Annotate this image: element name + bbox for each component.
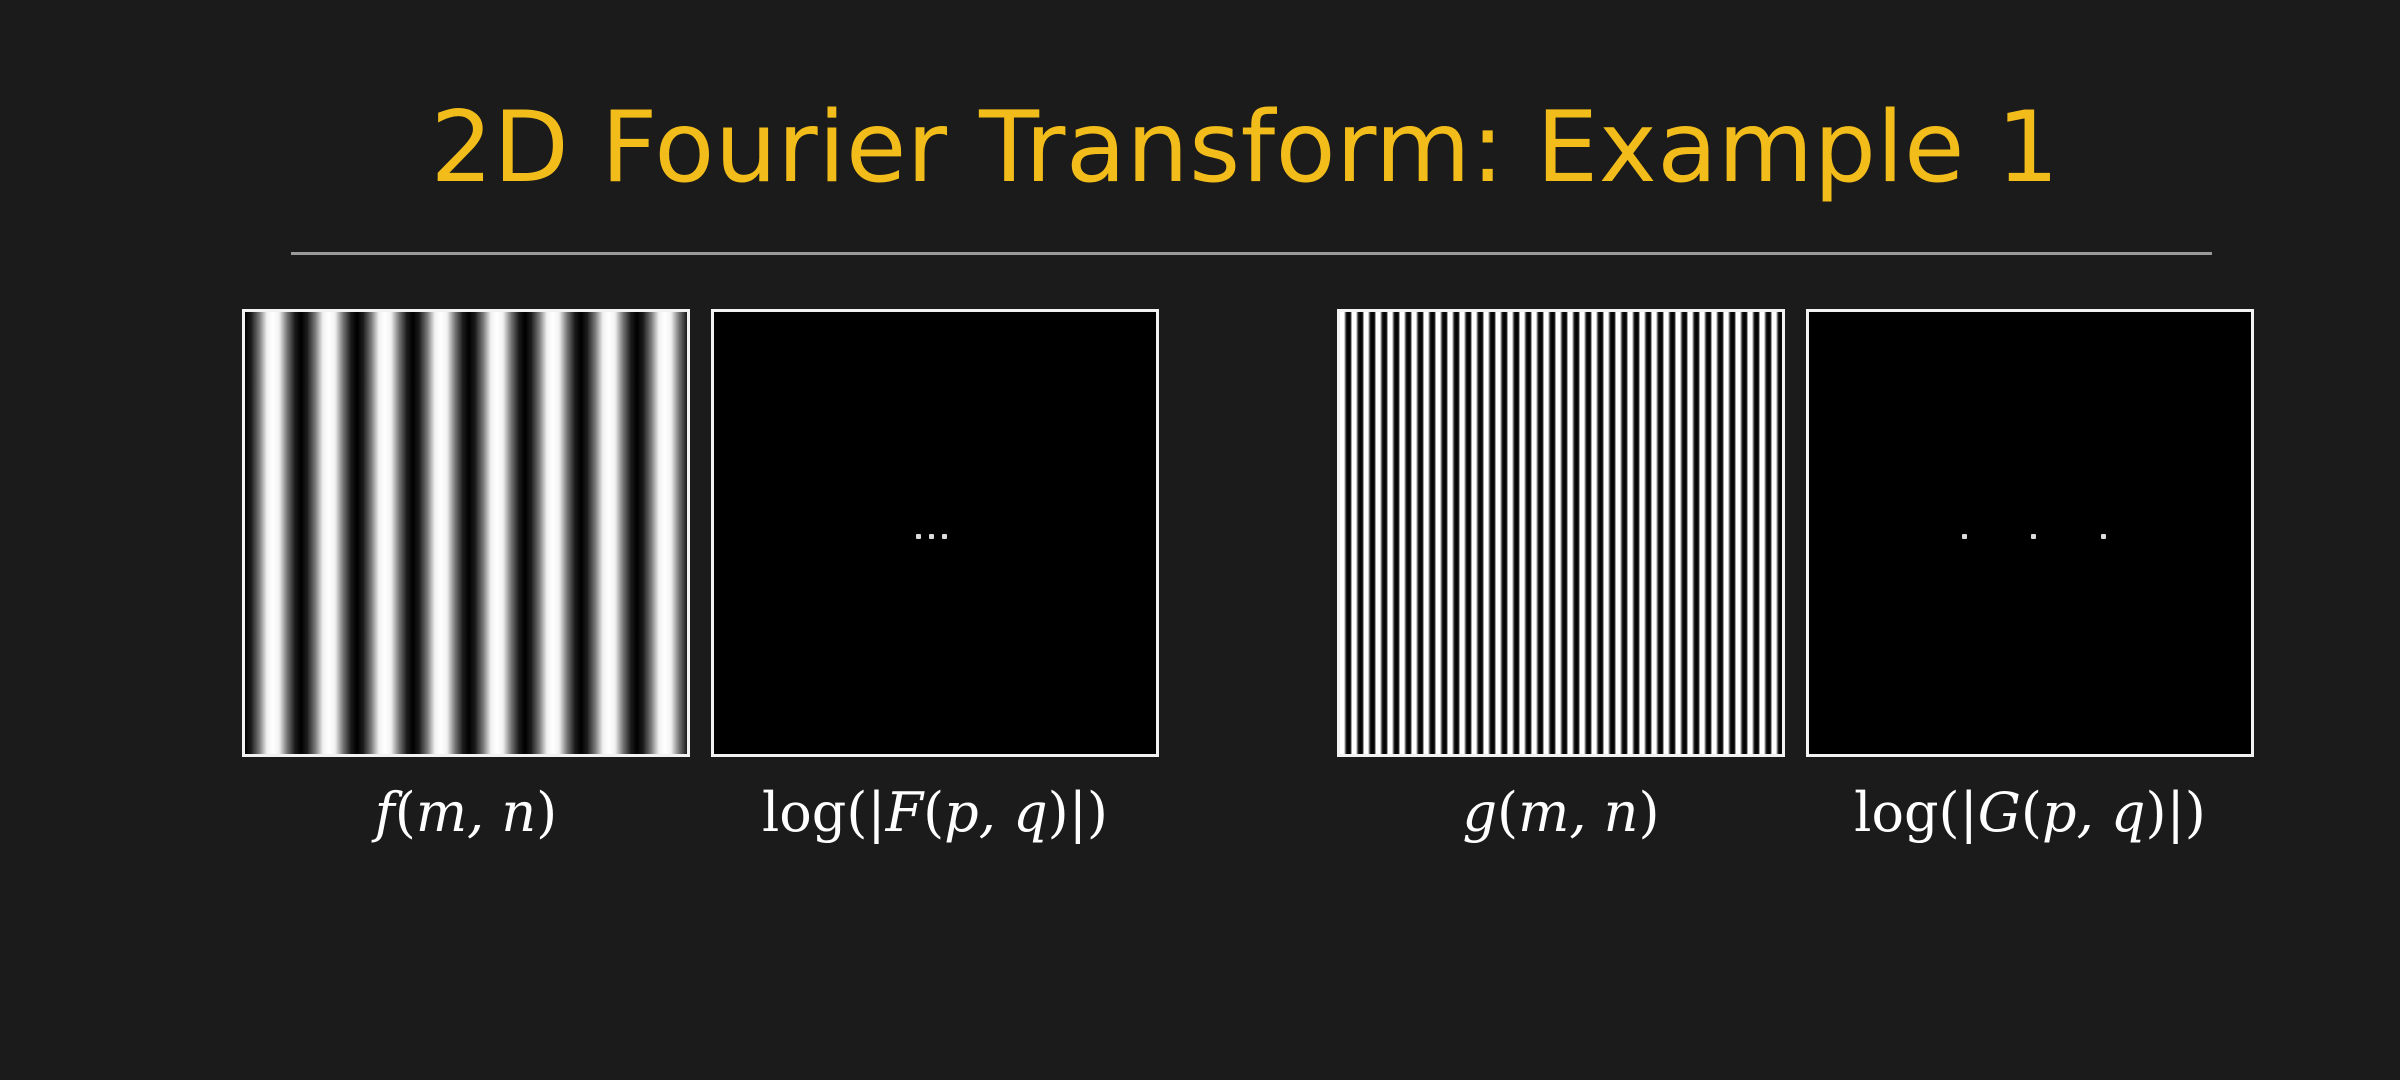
image-g-high-frequency-stripes — [1337, 309, 1785, 757]
label-g-func: g — [1462, 781, 1498, 844]
label-G-args: p, q — [2042, 781, 2146, 844]
label-G-prefix: log(| — [1854, 781, 1978, 844]
label-F-func: F — [885, 781, 924, 844]
label-F-spectrum: log(|F(p, q)|) — [762, 781, 1108, 844]
label-F-args: p, q — [944, 781, 1048, 844]
slide-title: 2D Fourier Transform: Example 1 — [430, 91, 2060, 205]
spectrum-G — [1806, 309, 2254, 757]
label-f-args: m, n — [415, 781, 537, 844]
image-f-low-frequency-stripes — [242, 309, 690, 757]
label-F-suffix: |) — [1068, 781, 1108, 844]
label-F-prefix: log(| — [762, 781, 886, 844]
label-f: f(m, n) — [374, 781, 558, 844]
label-G-suffix: |) — [2166, 781, 2206, 844]
label-g-args: m, n — [1518, 781, 1639, 844]
spectrum-F-dot-center — [929, 534, 934, 539]
label-G-func: G — [1977, 781, 2021, 844]
spectrum-F-dot-left — [916, 534, 921, 539]
spectrum-G-dot-right — [2101, 534, 2106, 539]
spectrum-G-dot-center — [2031, 534, 2036, 539]
spectrum-G-dot-left — [1962, 534, 1967, 539]
label-f-func: f — [374, 781, 395, 844]
label-G-spectrum: log(|G(p, q)|) — [1854, 781, 2206, 844]
spectrum-F — [711, 309, 1159, 757]
label-g: g(m, n) — [1462, 781, 1660, 844]
spectrum-F-dot-right — [942, 534, 947, 539]
title-divider — [291, 252, 2212, 255]
